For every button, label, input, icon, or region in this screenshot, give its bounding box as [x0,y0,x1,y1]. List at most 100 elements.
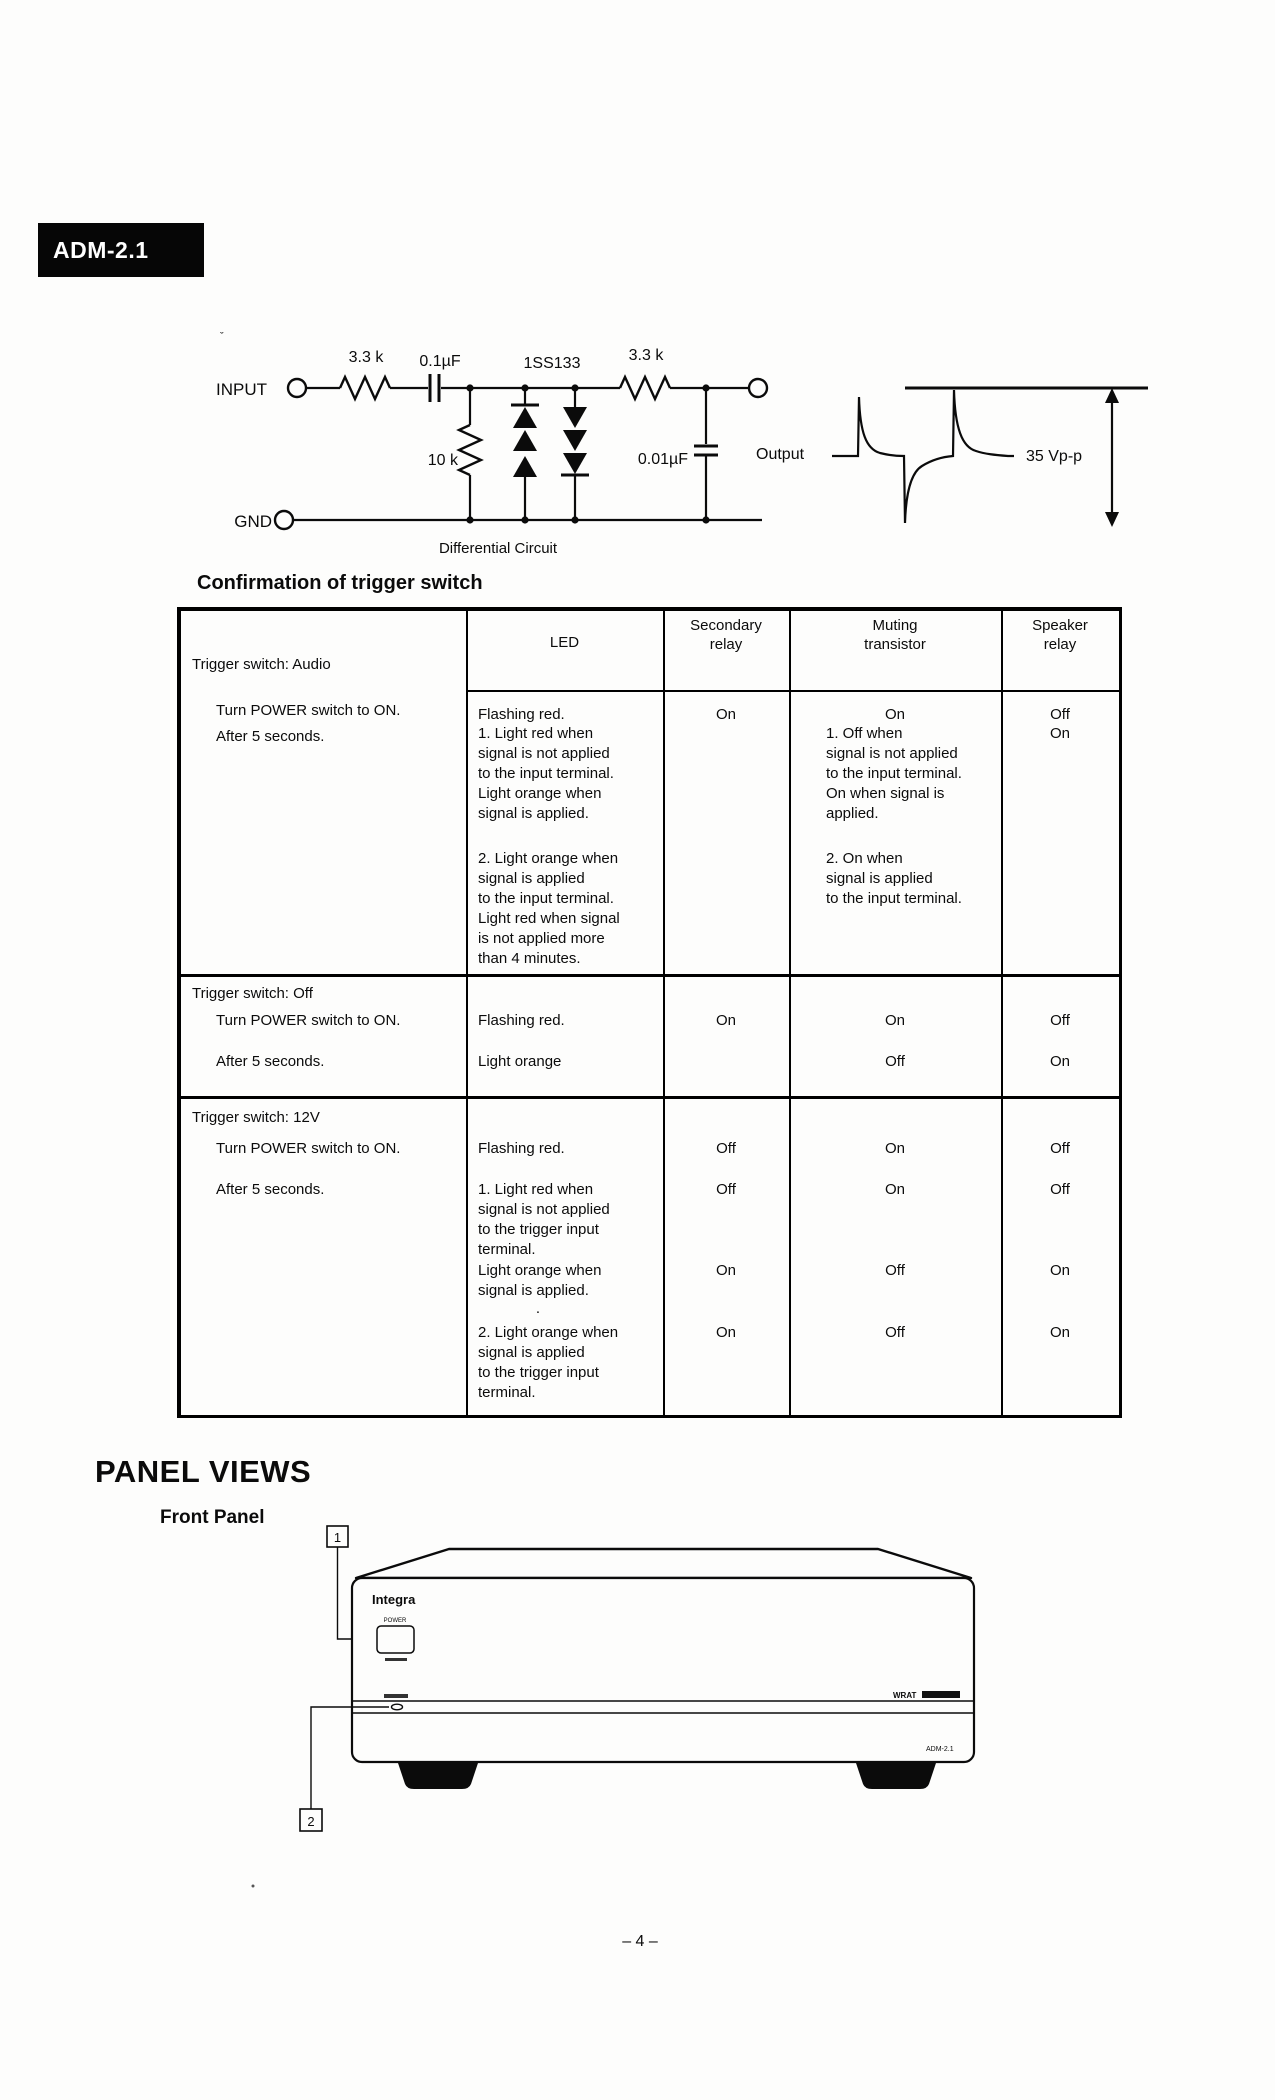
s3-led-block2: Light orange when signal is applied. [478,1262,602,1299]
s3-stray-dot: . [535,1300,541,1317]
diode-stack-down [561,388,589,519]
col-header-secondary-relay: Secondary relay [690,617,762,653]
shunt-resistor-10k [456,388,484,519]
s1-muting-row1: On [884,706,905,723]
scan-tick-mark: ˇ [220,331,224,343]
s1-secondary-row1: On [715,706,736,723]
page-number: – 4 – [622,1933,658,1950]
s3-speaker-row4: On [1049,1324,1070,1341]
s3-muting-row1: On [884,1140,905,1157]
callout-1-number: 1 [334,1530,341,1545]
s3-muting-row2: On [884,1181,905,1198]
power-button [376,1625,415,1654]
col-header-speaker-relay: Speaker relay [1032,617,1088,653]
series-resistor-1 [306,374,428,402]
diode-stack-up [511,388,539,519]
vpp-label: 35 Vp-p [1026,448,1082,465]
callout-2-number: 2 [307,1814,314,1829]
s2-step2: After 5 seconds. [216,1053,325,1070]
s2-muting-row1: On [884,1012,905,1029]
s3-led-block3: 2. Light orange when signal is applied t… [478,1324,619,1401]
output-terminal [747,377,769,399]
s3-speaker-row1: Off [1050,1140,1070,1157]
differential-circuit-diagram: ˇ INPUT 3.3 k 0.1µF 10 k [216,331,1148,557]
ground-rail [273,509,762,531]
s2-led-row2: Light orange [478,1053,562,1070]
output-capacitor [694,388,718,519]
output-waveform [832,386,1148,527]
input-label: INPUT [216,380,267,399]
circuit-caption: Differential Circuit [439,540,558,557]
s3-secondary-row4: On [715,1324,736,1341]
input-terminal [286,377,308,399]
s1-led-row1: Flashing red. [478,706,565,723]
s3-label: Trigger switch: 12V [192,1109,320,1126]
junction-dots [466,384,710,524]
resistor-10k-value: 10 k [428,452,459,469]
s1-muting-block2: 2. On when signal is applied to the inpu… [826,850,962,907]
brand-logo: Integra [372,1592,416,1607]
s2-speaker-row1: Off [1050,1012,1070,1029]
gnd-label: GND [234,512,272,531]
s1-label: Trigger switch: Audio [192,656,331,673]
left-foot [398,1763,478,1789]
s3-speaker-row2: Off [1050,1181,1070,1198]
s1-muting-block1: 1. Off when signal is not applied to the… [826,725,962,822]
s3-muting-row3: Off [885,1262,905,1279]
output-label: Output [756,446,805,463]
resistor2-value: 3.3 k [629,347,665,364]
wrat-logo: WRAT [893,1691,917,1700]
s1-led-block1: 1. Light red when signal is not applied … [478,725,614,822]
front-model-text: ADM-2.1 [926,1746,954,1753]
s3-secondary-row1: Off [716,1140,736,1157]
table-section-rule-2 [181,1096,1119,1099]
s3-step1: Turn POWER switch to ON. [216,1140,401,1157]
chassis-top-face [354,1547,973,1580]
gnd-terminal [273,509,295,531]
s1-speaker-row2: On [1049,725,1070,742]
scan-speck [251,1884,255,1888]
resistor1-value: 3.3 k [349,349,385,366]
power-button-label: POWER [384,1618,407,1624]
chassis-front-face [350,1576,976,1764]
right-foot [856,1763,936,1789]
table-vline-3 [789,611,791,1415]
col-header-muting-transistor: Muting transistor [864,617,926,653]
capacitor1-value: 0.1µF [419,353,460,370]
table-vline-4 [1001,611,1003,1415]
left-strip-marking [384,1694,408,1698]
s1-step2: After 5 seconds. [216,728,325,745]
trigger-table: LED Secondary relay Muting transistor Sp… [177,607,1122,1418]
table-section-rule-1 [181,974,1119,977]
s2-secondary-row1: On [715,1012,736,1029]
s3-secondary-row2: Off [716,1181,736,1198]
wrat-marking [922,1691,960,1698]
s1-led-block2: 2. Light orange when signal is applied t… [478,850,620,967]
s3-step2: After 5 seconds. [216,1181,325,1198]
col-header-led: LED [549,634,580,651]
model-badge: ADM-2.1 [38,223,204,277]
s3-led-block1: 1. Light red when signal is not applied … [478,1181,610,1258]
s3-led-row1: Flashing red. [478,1140,565,1157]
front-panel-subheading: Front Panel [160,1507,265,1528]
callout-2: 2 [299,1706,389,1832]
front-strip-lines [352,1700,974,1714]
s1-step1: Turn POWER switch to ON. [216,702,401,719]
diode-part-number: 1SS133 [524,355,581,372]
s3-speaker-row3: On [1049,1262,1070,1279]
front-panel-drawing: 1 Integra POWER WRAT ADM-2.1 2 [251,1525,976,1888]
series-resistor-2 [618,374,749,402]
s3-muting-row4: Off [885,1324,905,1341]
panel-views-heading: PANEL VIEWS [95,1454,312,1489]
table-header-rule [466,690,1119,692]
s1-speaker-row1: Off [1050,706,1070,723]
s2-speaker-row2: On [1049,1053,1070,1070]
table-vline-2 [663,611,665,1415]
amplifier-chassis: Integra POWER WRAT ADM-2.1 [350,1547,976,1789]
model-badge-label: ADM-2.1 [53,237,149,263]
standby-led [390,1703,404,1711]
s2-label: Trigger switch: Off [192,985,313,1002]
s2-led-row1: Flashing red. [478,1012,565,1029]
trigger-section-title: Confirmation of trigger switch [197,572,483,594]
